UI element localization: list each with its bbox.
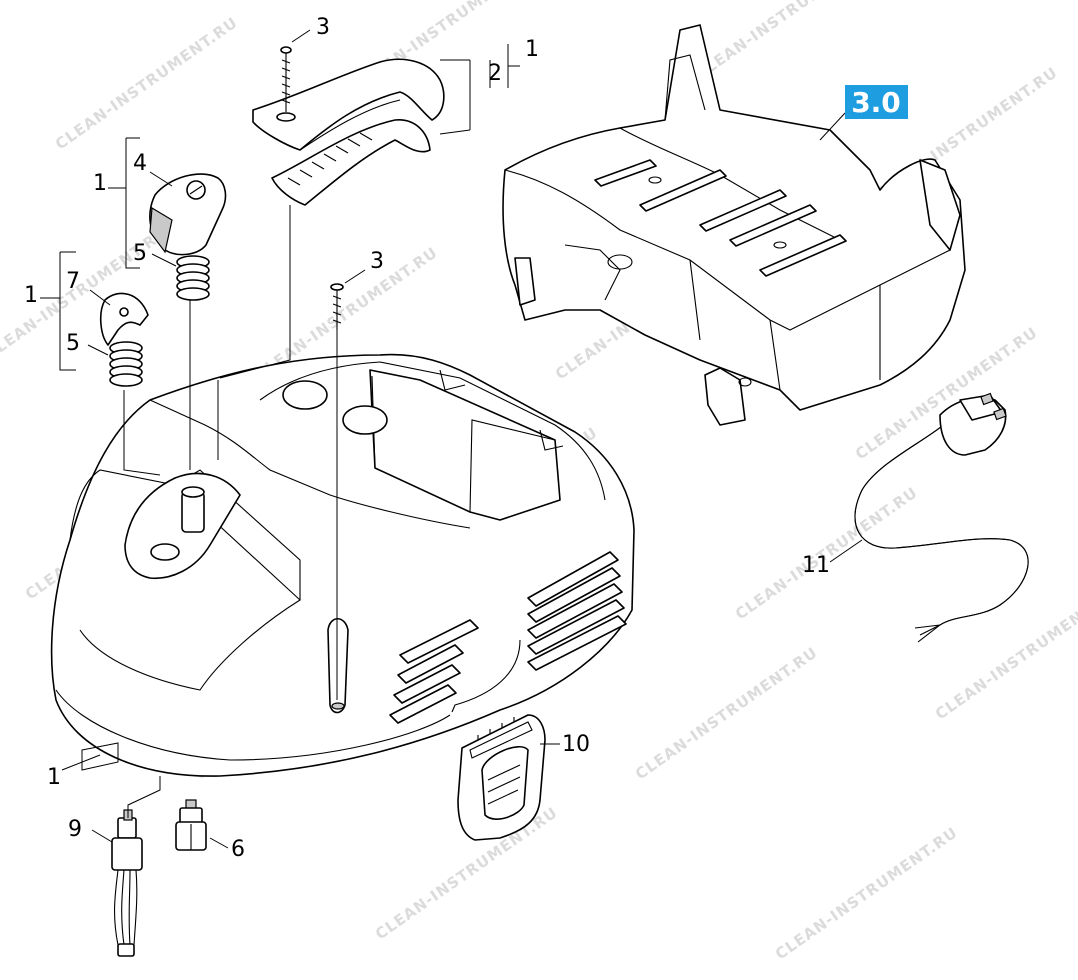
screw-mid: [330, 283, 344, 330]
label-1-left-b: 1: [24, 283, 38, 308]
cable-connector-9: [111, 809, 143, 957]
assembly-badge[interactable]: 3.0: [845, 85, 908, 119]
spring-upper: [176, 255, 210, 301]
label-4: 4: [133, 151, 147, 176]
callout-labels: 1 2 3 1 4 5 1 7 5 3 1 9 6 10 11: [24, 15, 830, 862]
label-9: 9: [68, 817, 82, 842]
label-3-top: 3: [316, 15, 330, 40]
handle-upper-part: [252, 58, 445, 151]
label-6: 6: [231, 837, 245, 862]
badge-background: [845, 85, 908, 119]
watermark: CLEAN-INSTRUMENT.RU: [932, 583, 1078, 723]
handle-lower-grip: [271, 119, 431, 206]
cover-panel-10: [457, 714, 546, 841]
label-5-b: 5: [66, 331, 80, 356]
knob-cap-part: [149, 173, 227, 256]
top-tray-assembly: [502, 24, 966, 426]
label-5-a: 5: [133, 241, 147, 266]
watermark: CLEAN-INSTRUMENT.RU: [632, 643, 821, 783]
watermark: CLEAN-INSTRUMENT.RU: [52, 13, 241, 153]
label-11: 11: [802, 553, 830, 578]
label-1-top: 1: [525, 37, 539, 62]
label-10: 10: [562, 732, 590, 757]
badge-label: 3.0: [851, 86, 901, 119]
label-1-bottom: 1: [47, 765, 61, 790]
watermark: CLEAN-INSTRUMENT.RU: [692, 0, 881, 83]
latch-part: [99, 292, 149, 346]
main-housing: [50, 353, 635, 777]
label-2-top: 2: [488, 61, 502, 86]
label-1-left-a: 1: [93, 171, 107, 196]
watermark: CLEAN-INSTRUMENT.RU: [772, 823, 961, 963]
connector-6: [175, 799, 207, 851]
label-7: 7: [66, 269, 80, 294]
callout-leaders: [40, 29, 863, 849]
spring-lower: [109, 341, 143, 387]
label-3-mid: 3: [370, 249, 384, 274]
screw-top: [280, 46, 292, 112]
power-cord-part: [854, 392, 1029, 643]
